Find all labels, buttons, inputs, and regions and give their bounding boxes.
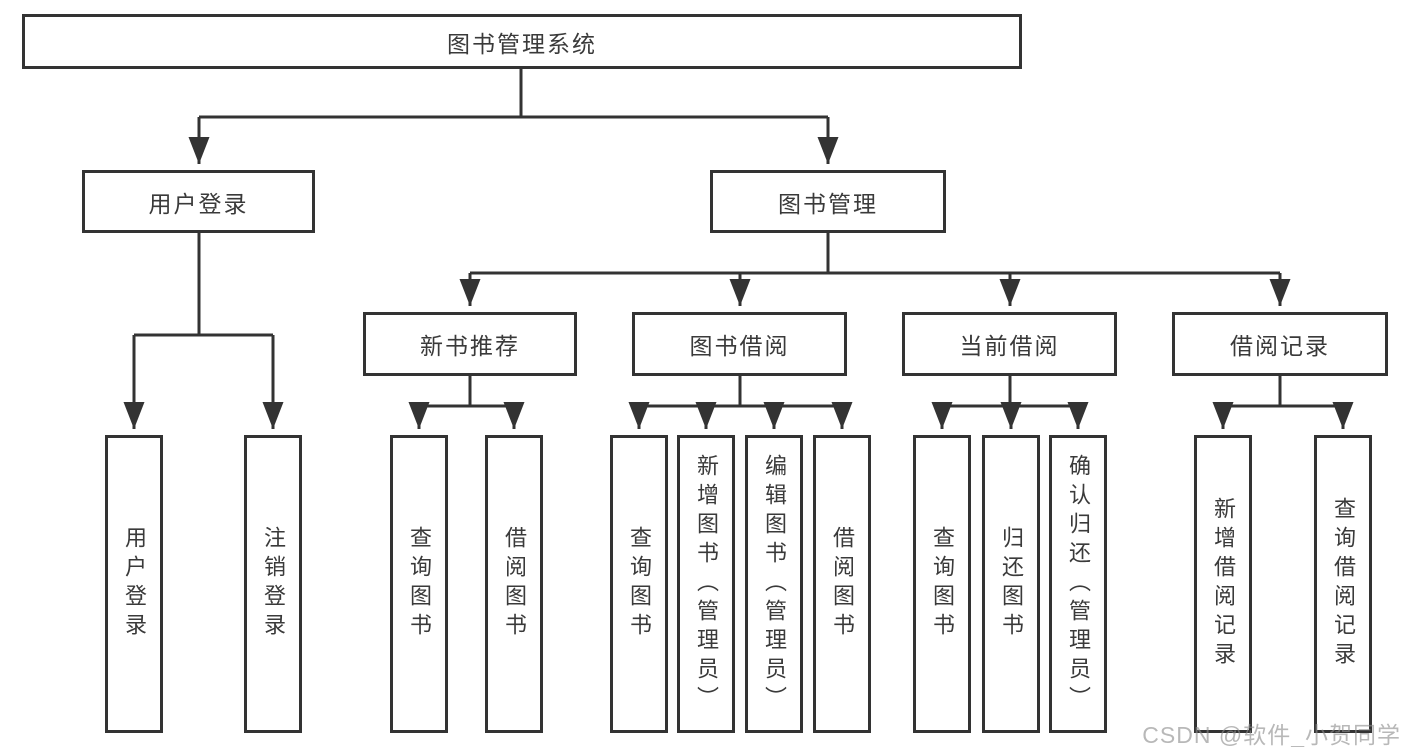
leaf-borrow-books-label: 借阅图书 xyxy=(830,526,855,642)
leaf-confirm-return-admin-label: 确认归还（管理员） xyxy=(1066,453,1091,715)
leaf-user-login: 用户登录 xyxy=(105,435,163,733)
node-library-management-system-label: 图书管理系统 xyxy=(447,30,597,57)
leaf-return-books-label: 归还图书 xyxy=(999,526,1024,642)
node-library-management-system: 图书管理系统 xyxy=(22,14,1022,69)
leaf-user-login-label: 用户登录 xyxy=(122,526,147,642)
node-book-borrowing: 图书借阅 xyxy=(632,312,847,376)
leaf-return-books: 归还图书 xyxy=(982,435,1040,733)
leaf-query-books: 查询图书 xyxy=(913,435,971,733)
leaf-add-borrow-record-label: 新增借阅记录 xyxy=(1211,497,1236,671)
leaf-query-books: 查询图书 xyxy=(390,435,448,733)
leaf-add-books-admin-label: 新增图书（管理员） xyxy=(694,453,719,715)
node-user-login: 用户登录 xyxy=(82,170,315,233)
node-current-borrowing: 当前借阅 xyxy=(902,312,1117,376)
leaf-edit-books-admin-label: 编辑图书（管理员） xyxy=(762,453,787,715)
leaf-add-books-admin: 新增图书（管理员） xyxy=(677,435,735,733)
leaf-query-books: 查询图书 xyxy=(610,435,668,733)
csdn-watermark: CSDN @软件_小贺同学 xyxy=(1142,722,1401,747)
leaf-add-borrow-record: 新增借阅记录 xyxy=(1194,435,1252,733)
node-book-borrowing-label: 图书借阅 xyxy=(689,333,790,359)
leaf-borrow-books-label: 借阅图书 xyxy=(502,526,527,642)
node-book-management-label: 图书管理 xyxy=(778,190,878,217)
leaf-logout: 注销登录 xyxy=(244,435,302,733)
leaf-query-books-label: 查询图书 xyxy=(407,526,432,642)
leaf-query-borrow-record: 查询借阅记录 xyxy=(1314,435,1372,733)
leaf-query-borrow-record-label: 查询借阅记录 xyxy=(1331,497,1356,671)
node-new-book-recommendation-label: 新书推荐 xyxy=(420,333,520,359)
leaf-logout-label: 注销登录 xyxy=(261,526,286,642)
leaf-confirm-return-admin: 确认归还（管理员） xyxy=(1049,435,1107,733)
node-borrowing-records-label: 借阅记录 xyxy=(1230,333,1330,359)
node-borrowing-records: 借阅记录 xyxy=(1172,312,1388,376)
leaf-borrow-books: 借阅图书 xyxy=(813,435,871,733)
leaf-query-books-label: 查询图书 xyxy=(627,526,652,642)
leaf-edit-books-admin: 编辑图书（管理员） xyxy=(745,435,803,733)
leaf-borrow-books: 借阅图书 xyxy=(485,435,543,733)
node-new-book-recommendation: 新书推荐 xyxy=(363,312,577,376)
node-current-borrowing-label: 当前借阅 xyxy=(959,333,1060,359)
node-user-login-label: 用户登录 xyxy=(148,190,249,217)
leaf-query-books-label: 查询图书 xyxy=(930,526,955,642)
node-book-management: 图书管理 xyxy=(710,170,946,233)
